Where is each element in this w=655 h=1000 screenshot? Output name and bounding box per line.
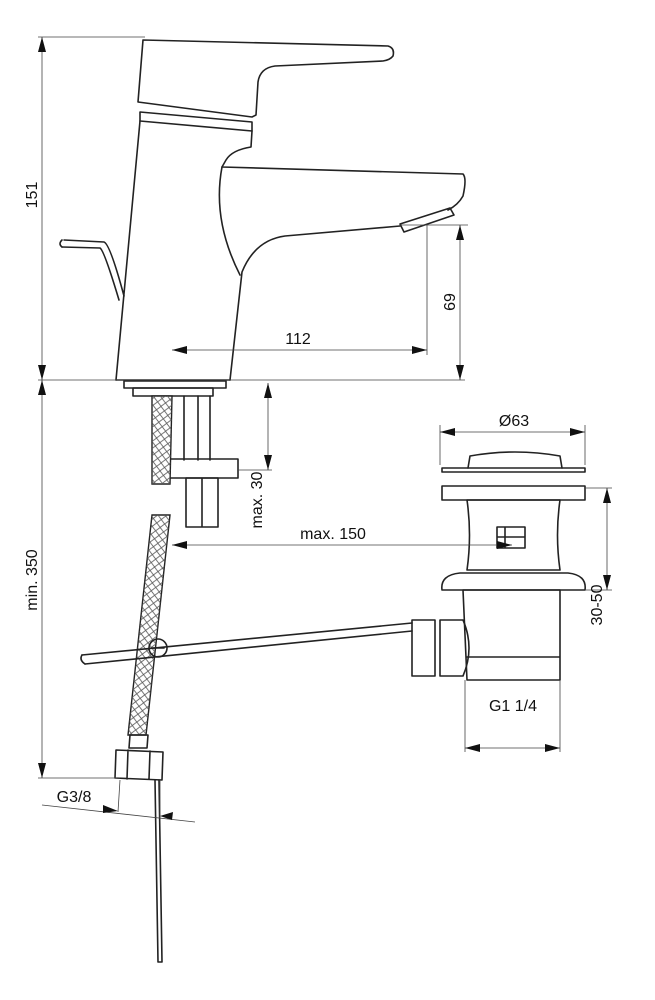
dim-waste-diameter: Ø63 xyxy=(499,413,529,430)
dim-max-thickness: max. 30 xyxy=(249,471,266,528)
dim-spout-height: 69 xyxy=(442,293,459,311)
faucet-body xyxy=(61,39,466,397)
dim-total-height: 151 xyxy=(24,182,41,209)
dim-spout-reach: 112 xyxy=(285,331,311,348)
dim-supply-thread: G3/8 xyxy=(57,789,92,806)
popup-waste xyxy=(80,451,586,681)
dim-max-distance: max. 150 xyxy=(300,526,366,543)
dimension-lines xyxy=(38,36,612,823)
dim-waste-thread: G1 1/4 xyxy=(489,698,537,715)
dim-min-below: min. 350 xyxy=(24,549,41,610)
flexible-hose xyxy=(114,395,173,963)
popup-rod xyxy=(59,239,63,248)
dim-waste-range: 30-50 xyxy=(589,584,606,625)
